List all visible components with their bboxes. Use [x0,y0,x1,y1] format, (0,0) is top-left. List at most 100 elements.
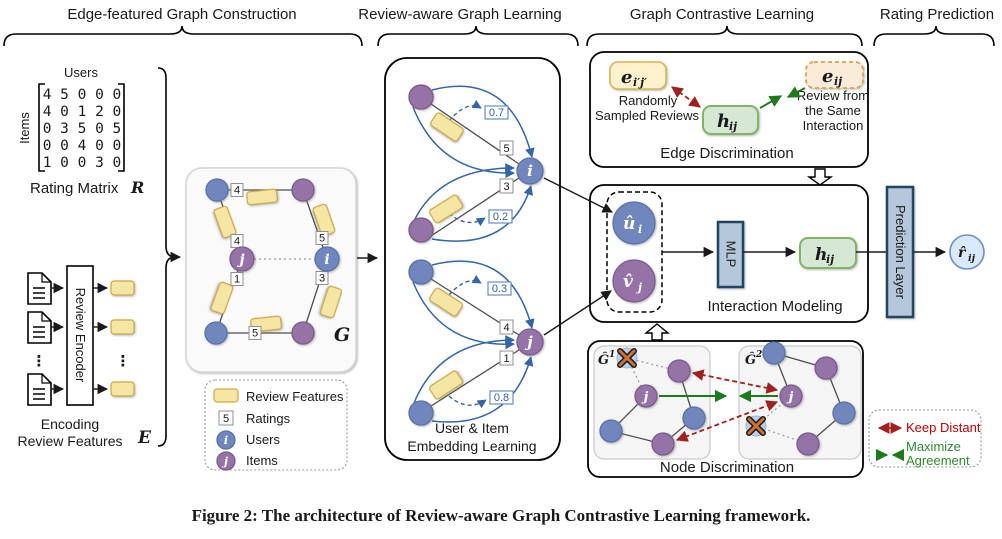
item-node [408,84,434,110]
embedding-panel-box [384,57,561,461]
matrix-left-bracket [38,83,45,172]
brace-contrastive [586,25,863,47]
graph-panel: 4 4 5 1 3 5 j i G [185,167,357,373]
user-node [762,341,786,365]
embedding-caption-line2: Embedding Learning [407,438,536,454]
h-symbol: h [815,245,827,265]
keep-distant-arrow [671,86,701,108]
rating-prediction: Prediction Layer r̂ ij [856,185,985,319]
review-feature-chip [429,370,463,400]
encoding-caption-line1: Encoding [41,416,99,432]
hollow-down-arrow [806,168,834,186]
section-title-graph-learning: Review-aware Graph Learning [358,6,561,23]
edge-rating-label: 4 [499,319,514,335]
matrix-row: 4 5 0 0 0 [43,87,122,103]
node-j-label: j [236,252,244,268]
item-node [667,359,691,383]
matrix-caption: Rating Matrix [30,180,119,197]
edge-rating-label: 4 [230,234,244,248]
encoding-caption-line2: Review Features [17,433,122,449]
legend-users-label: Users [246,432,280,447]
maximize-agreement-arrow [759,95,783,109]
brace-construction [3,25,363,47]
docs-ellipsis: ⋮ [32,353,47,370]
brace-rating-prediction [873,25,995,47]
pos-caption-line3: Interaction [803,118,864,133]
node-j-label: j [641,390,649,405]
item-node [291,321,315,345]
matrix-users-label: Users [64,65,98,80]
section-title-rating-prediction: Rating Prediction [880,6,994,23]
review-feature-chip [110,280,135,296]
edge-discrimination-title: Edge Discrimination [660,145,793,162]
keep-distant-arrow [691,369,779,394]
hollow-up-arrow [644,323,670,341]
mask-x-icon [617,348,637,368]
edge-rating-label: 4 [230,183,244,197]
node-i-label: i [527,162,533,180]
maximize-agreement-arrow [786,86,806,98]
legend-box [204,379,348,471]
rating-matrix: Users Items 4 5 0 0 0 4 0 1 2 0 0 3 5 0 … [17,65,144,197]
embedding-panel: 5 0.7 3 0.2 i 4 0.3 1 0.8 j User & Item [384,57,561,461]
section-headers: Edge-featured Graph Construction Review-… [3,6,995,47]
graph1-superscript: 1 [609,350,615,360]
graph2-superscript: 2 [755,350,762,360]
h-subscript: ij [826,253,834,266]
svg-text:0.3: 0.3 [492,283,507,295]
review-feature-chip [210,281,234,315]
item-embedding-subscript: j [636,281,642,294]
features-ellipsis: ⋮ [116,353,131,370]
item-node-j [634,384,658,408]
neg-symbol: e [621,67,632,88]
legend-review-feature-chip [213,388,239,403]
svg-text:1: 1 [234,274,240,286]
svg-text:5: 5 [252,328,258,340]
review-encoder-label: Review Encoder [73,288,88,383]
pos-caption-line1: Review from [797,88,869,103]
predicted-rating-node [949,234,985,270]
edge-rating-label: 3 [499,178,514,194]
node-discrimination-panel: Ĝ 1 Ĝ 2 j [587,340,864,478]
predicted-rating-subscript: ij [968,253,976,264]
svg-text:3: 3 [503,181,509,193]
keep-distant-arrow [675,400,779,442]
item-node [291,178,315,202]
same-interaction-review-box [805,61,864,89]
user-node-i [314,246,340,272]
review-feature-chip [110,381,135,397]
svg-text:4: 4 [234,185,240,197]
svg-text:4: 4 [503,322,509,334]
item-node [408,217,434,243]
matrix-right-bracket [118,83,125,172]
section-title-contrastive: Graph Contrastive Learning [630,6,814,23]
prediction-layer-label: Prediction Layer [893,205,908,300]
edge-rating-label: 5 [248,326,262,340]
matrix-row: 0 3 5 0 5 [43,121,122,137]
graph1-symbol: Ĝ [598,351,609,368]
user-embedding-node [612,201,656,245]
sampled-review-embedding-box [609,61,667,90]
user-node [408,259,434,285]
svg-text:5: 5 [319,233,325,245]
figure-caption: Figure 2: The architecture of Review-awa… [192,506,811,525]
user-node-i [516,157,544,185]
svg-text:0.8: 0.8 [494,392,509,404]
mlp-label: MLP [724,241,739,268]
h-subscript: ij [729,120,737,133]
review-encoder: ⋮ Review Encoder ⋮ Encoding Review Featu… [17,265,152,449]
review-encoder-box [66,265,94,406]
review-feature-chip [319,285,343,319]
legend-rating-sample: 5 [223,413,229,425]
node-j-label: j [786,390,794,405]
svg-text:5: 5 [503,143,509,155]
pos-symbol: e [822,66,833,87]
graph-symbol: G [334,324,350,346]
construction-group-brace [157,67,182,447]
arrow-j-to-item-embedding [543,290,612,336]
node-j-label: j [524,333,533,351]
svg-text:4: 4 [234,236,240,248]
keep-distant-label: Keep Distant [906,420,981,435]
review-feature-chip [429,287,463,317]
mlp-box [716,220,745,289]
